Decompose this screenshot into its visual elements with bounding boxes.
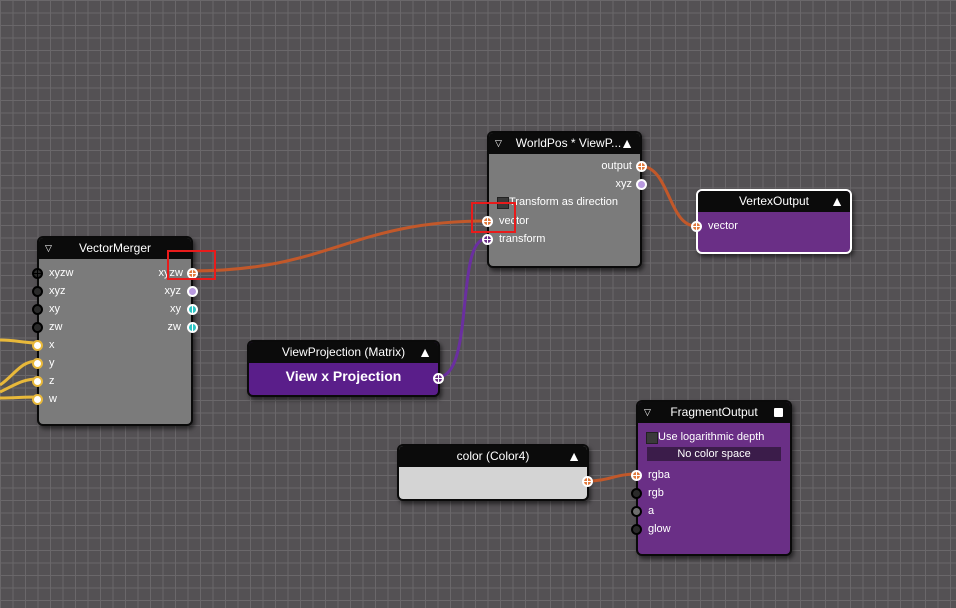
output-output-port[interactable] <box>636 161 647 172</box>
fragmentoutput-header[interactable]: ▽ FragmentOutput <box>638 402 790 423</box>
output-xyz-port[interactable] <box>636 179 647 190</box>
input-zw-port[interactable] <box>32 322 43 333</box>
viewprojection-node[interactable]: ViewProjection (Matrix) ▲ View x Project… <box>247 340 444 397</box>
input-rgb-label: rgb <box>648 487 664 499</box>
input-xyzw-port[interactable] <box>32 268 43 279</box>
input-transform-label: transform <box>499 233 546 245</box>
input-a-port[interactable] <box>631 506 642 517</box>
expand-triangle-icon[interactable]: ▲ <box>620 135 634 151</box>
color-title: color (Color4) <box>456 449 530 463</box>
square-icon[interactable] <box>774 408 783 417</box>
input-y-port[interactable] <box>32 358 43 369</box>
input-xyz-label: xyz <box>49 285 66 297</box>
collapse-icon[interactable]: ▽ <box>495 138 502 148</box>
link-viewprojection-to-worldpos <box>437 237 487 379</box>
output-xyz-label: xyz <box>164 285 182 297</box>
vertexoutput-header[interactable]: VertexOutput ▲ <box>698 191 850 212</box>
output-color-port[interactable] <box>582 476 593 487</box>
fragmentoutput-node[interactable]: ▽ FragmentOutput Use logarithmic depth N… <box>631 400 792 556</box>
vertexoutput-node[interactable]: VertexOutput ▲ vector <box>691 189 852 254</box>
input-rgba-label: rgba <box>648 469 671 481</box>
link-vectormerger-to-worldpos <box>190 219 487 273</box>
input-x-port[interactable] <box>32 340 43 351</box>
input-zw-label: zw <box>49 321 63 333</box>
input-vector-label: vector <box>499 215 529 227</box>
output-xy-port[interactable] <box>187 304 198 315</box>
input-vector-port[interactable] <box>691 221 702 232</box>
output-zw-port[interactable] <box>187 322 198 333</box>
logarithmic-depth-checkbox[interactable] <box>646 432 658 444</box>
input-w-label: w <box>49 393 57 405</box>
vectormerger-header[interactable]: ▽ VectorMerger <box>39 238 191 259</box>
expand-triangle-icon[interactable]: ▲ <box>418 344 432 360</box>
input-a-label: a <box>648 505 655 517</box>
collapse-icon[interactable]: ▽ <box>45 243 52 253</box>
logarithmic-depth-label: Use logarithmic depth <box>658 431 765 443</box>
input-z-label: z <box>49 375 55 387</box>
fragmentoutput-title: FragmentOutput <box>670 405 758 419</box>
output-xyz-port[interactable] <box>187 286 198 297</box>
input-vector-port[interactable] <box>482 216 493 227</box>
output-xy-label: xy <box>170 303 181 315</box>
highlight-worldpos-vector <box>471 202 516 233</box>
input-w-port[interactable] <box>32 394 43 405</box>
worldpos-node[interactable]: ▽ WorldPos * ViewP... ▲ output xyz Trans… <box>482 131 647 268</box>
link-color-to-fragmentoutput <box>586 472 638 483</box>
output-xyzw-label: xyzw <box>158 267 183 279</box>
vectormerger-title: VectorMerger <box>78 241 152 255</box>
expand-triangle-icon[interactable]: ▲ <box>830 193 844 209</box>
input-glow-label: glow <box>648 523 671 535</box>
output-xyz-label: xyz <box>615 178 633 190</box>
input-glow-port[interactable] <box>631 524 642 535</box>
color-node[interactable]: color (Color4) ▲ <box>397 444 593 501</box>
expand-triangle-icon[interactable]: ▲ <box>567 448 581 464</box>
input-xy-port[interactable] <box>32 304 43 315</box>
highlight-vectormerger-xyzw <box>167 250 216 280</box>
input-z-port[interactable] <box>32 376 43 387</box>
output-matrix-port[interactable] <box>433 373 444 384</box>
viewprojection-title: ViewProjection (Matrix) <box>281 345 406 359</box>
output-zw-label: zw <box>167 321 181 333</box>
transform-direction-label: Transform as direction <box>509 196 619 208</box>
collapse-icon[interactable]: ▽ <box>644 407 651 417</box>
input-transform-port[interactable] <box>482 234 493 245</box>
input-xyzw-label: xyzw <box>49 267 74 279</box>
input-rgb-port[interactable] <box>631 488 642 499</box>
link-worldpos-to-vertexoutput <box>639 164 697 228</box>
worldpos-header[interactable]: ▽ WorldPos * ViewP... ▲ <box>489 133 640 154</box>
output-output-label: output <box>601 160 632 172</box>
input-xy-label: xy <box>49 303 60 315</box>
viewprojection-header[interactable]: ViewProjection (Matrix) ▲ <box>249 342 438 363</box>
input-y-label: y <box>49 357 55 369</box>
color-header[interactable]: color (Color4) ▲ <box>399 446 587 467</box>
vertexoutput-title: VertexOutput <box>738 194 810 208</box>
color-space-dropdown[interactable]: No color space <box>647 447 781 461</box>
input-rgba-port[interactable] <box>631 470 642 481</box>
input-x-label: x <box>49 339 55 351</box>
worldpos-title: WorldPos * ViewP... <box>515 136 622 150</box>
input-vector-label: vector <box>708 220 738 232</box>
viewprojection-value[interactable]: View x Projection <box>285 368 402 384</box>
input-xyz-port[interactable] <box>32 286 43 297</box>
